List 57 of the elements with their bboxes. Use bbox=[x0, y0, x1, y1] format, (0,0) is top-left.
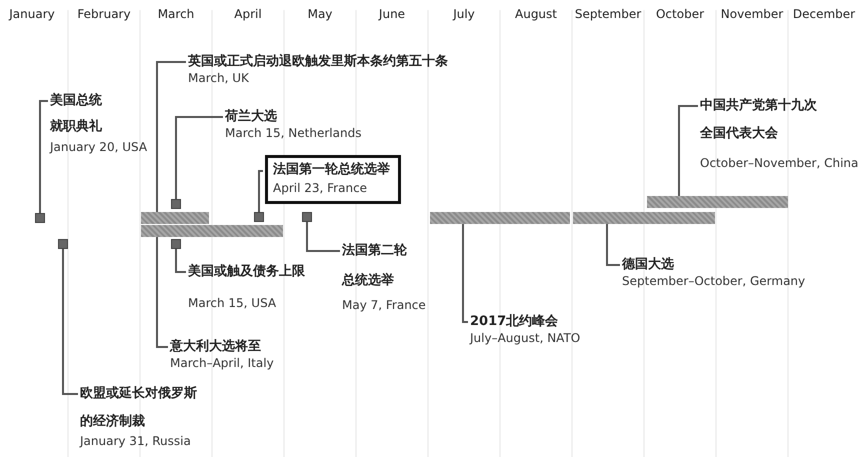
event-title: 法国第二轮总统选举 bbox=[342, 242, 408, 290]
event-title: 英国或正式启动退欧触发里斯本条约第五十条 bbox=[188, 53, 448, 71]
leader-line bbox=[175, 249, 186, 273]
month-label: February bbox=[77, 7, 131, 21]
leader-line bbox=[156, 237, 168, 348]
highlight-box bbox=[265, 155, 401, 204]
month-label: March bbox=[158, 7, 194, 21]
event-title: 中国共产党第十九次全国代表大会 bbox=[700, 96, 818, 143]
month-label: July bbox=[453, 7, 475, 21]
event-title: 美国或触及债务上限 bbox=[188, 263, 305, 281]
month-label: June bbox=[378, 7, 406, 21]
date-marker bbox=[58, 239, 68, 249]
event-title: 2017北约峰会 bbox=[470, 313, 560, 331]
leader-line bbox=[175, 116, 223, 199]
date-marker bbox=[35, 213, 45, 223]
event-date: July–August, NATO bbox=[470, 331, 580, 345]
leader-line bbox=[462, 224, 468, 323]
period-bar bbox=[141, 225, 283, 237]
period-bar bbox=[647, 196, 788, 208]
event-date: October–November, China bbox=[700, 156, 858, 170]
event-date: September–October, Germany bbox=[622, 274, 806, 288]
period-bar bbox=[141, 212, 209, 224]
event-date: March, UK bbox=[188, 71, 250, 85]
event-title: 欧盟或延长对俄罗斯的经济制裁 bbox=[80, 385, 198, 431]
event-date: March–April, Italy bbox=[170, 356, 274, 370]
month-label: January bbox=[9, 7, 55, 21]
event-date: May 7, France bbox=[342, 298, 426, 312]
event-date: January 31, Russia bbox=[80, 434, 192, 448]
month-label: August bbox=[515, 7, 557, 21]
event-title: 意大利大选将至 bbox=[170, 338, 262, 356]
date-marker bbox=[171, 199, 181, 209]
event-title: 美国总统就职典礼 bbox=[50, 92, 103, 136]
period-bar bbox=[573, 212, 715, 224]
leader-line bbox=[606, 224, 620, 266]
event-title: 德国大选 bbox=[622, 256, 675, 274]
leader-line bbox=[62, 249, 78, 395]
date-marker bbox=[171, 239, 181, 249]
month-label: April bbox=[234, 7, 262, 21]
date-marker bbox=[302, 212, 312, 222]
event-date: March 15, Netherlands bbox=[225, 126, 362, 140]
leader-line bbox=[258, 170, 263, 212]
month-label: November bbox=[720, 7, 784, 21]
month-label: September bbox=[574, 7, 642, 21]
event-date: March 15, USA bbox=[188, 296, 278, 310]
event-date: April 23, France bbox=[273, 181, 368, 195]
month-label: October bbox=[656, 7, 704, 21]
leader-line bbox=[39, 100, 48, 213]
event-date: January 20, USA bbox=[50, 140, 148, 154]
month-label: May bbox=[308, 7, 332, 21]
leader-line bbox=[156, 61, 186, 212]
event-title: 荷兰大选 bbox=[225, 108, 278, 126]
leader-line bbox=[678, 105, 698, 196]
month-label: December bbox=[792, 7, 856, 21]
leader-line bbox=[306, 222, 340, 252]
event-title: 法国第一轮总统选举 bbox=[273, 161, 390, 179]
period-bar bbox=[430, 212, 570, 224]
date-marker bbox=[254, 212, 264, 222]
